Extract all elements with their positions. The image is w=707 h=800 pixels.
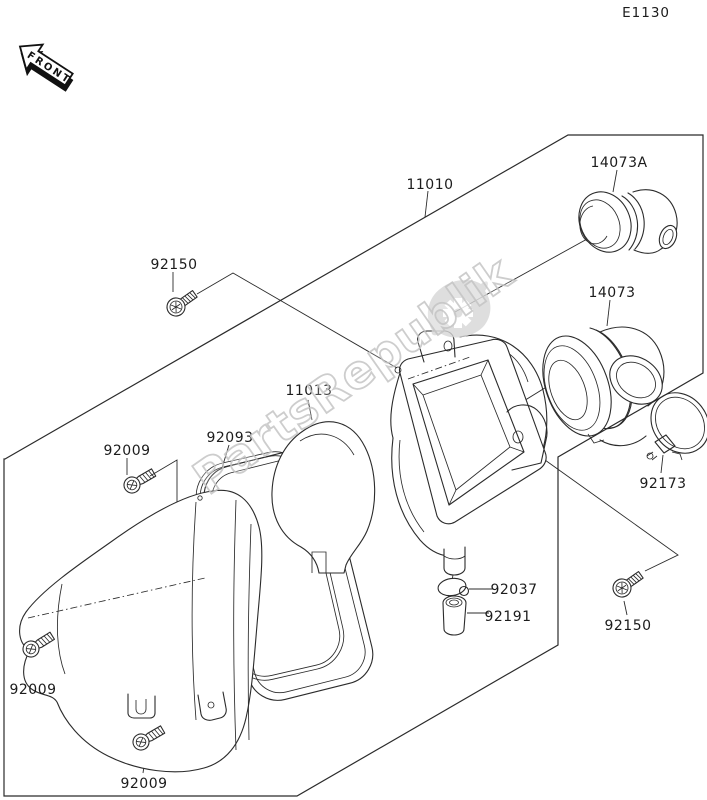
callout-14073a: 14073A	[590, 155, 647, 171]
callout-11010: 11010	[406, 177, 453, 193]
tube-92191-drawing	[442, 595, 467, 636]
callout-92191: 92191	[484, 609, 531, 625]
callout-92009-bottom: 92009	[120, 776, 167, 792]
callout-14073: 14073	[588, 285, 635, 301]
air-cleaner-housing-drawing	[390, 330, 548, 576]
air-cleaner-cover-drawing	[19, 489, 263, 773]
front-arrow-face	[18, 43, 74, 87]
page-code: E1130	[622, 5, 670, 21]
callout-92009-top: 92009	[103, 443, 150, 459]
callout-92150-right: 92150	[604, 618, 651, 634]
leader-line	[660, 454, 664, 474]
leader-line	[516, 439, 679, 572]
callout-92009-middle: 92009	[9, 682, 56, 698]
clamp-92037-drawing	[437, 574, 470, 603]
callout-92150-left: 92150	[150, 257, 197, 273]
gear-icon	[443, 298, 473, 328]
callout-92037: 92037	[490, 582, 537, 598]
leader-line	[606, 299, 611, 327]
bolt-92150-left	[162, 285, 201, 321]
duct-14073-drawing	[542, 326, 665, 447]
leader-line	[612, 169, 618, 193]
leader-line	[424, 190, 429, 218]
leader-line	[221, 444, 230, 469]
leader-line	[149, 459, 178, 507]
air-filter-element-drawing	[271, 421, 376, 574]
leader-line	[196, 272, 398, 369]
duct-14073a-drawing	[578, 189, 678, 254]
diagram-border	[3, 134, 704, 797]
callout-92093: 92093	[206, 430, 253, 446]
callout-92173: 92173	[639, 476, 686, 492]
leader-line	[623, 600, 628, 616]
leader-line	[307, 399, 313, 421]
clamp-92173-drawing	[646, 392, 707, 461]
bolt-92150-right	[608, 566, 647, 602]
callout-11013: 11013	[285, 383, 332, 399]
front-direction-marker: FRONT	[18, 43, 74, 92]
